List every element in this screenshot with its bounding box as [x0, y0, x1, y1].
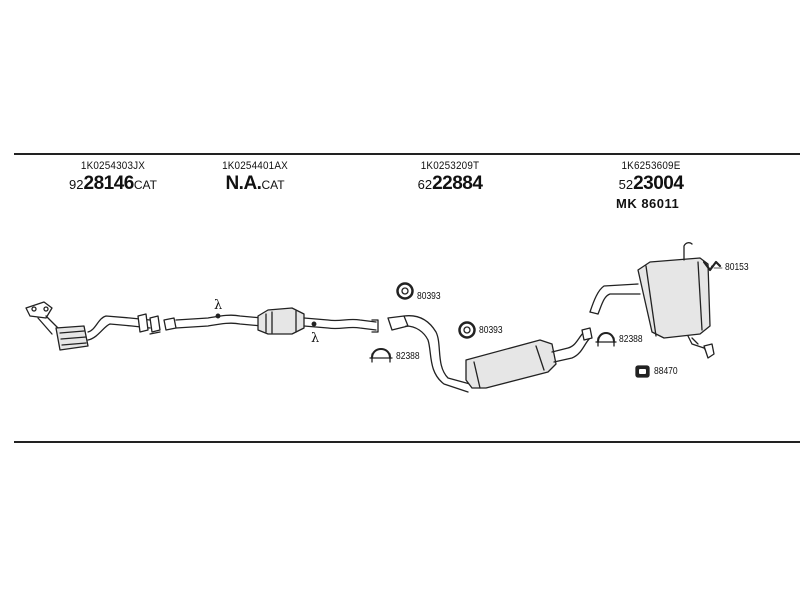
callout-80393: 80393	[479, 325, 503, 336]
part-number: 1K0254303JX	[80, 160, 146, 172]
callout-80393: 80393	[417, 291, 441, 302]
bottom-rule	[14, 441, 800, 443]
callout-82388: 82388	[396, 351, 420, 362]
clamp-80393-icon[interactable]	[396, 282, 414, 300]
part-group-front-pipe[interactable]: 1K0254303JX 9228146CAT	[58, 160, 168, 195]
reference-number: 5223004	[618, 173, 684, 194]
reference-number: 9228146CAT	[69, 173, 157, 194]
front-pipe[interactable]	[25, 301, 161, 351]
top-rule	[14, 153, 800, 155]
part-number: 1K0254401AX	[222, 160, 288, 172]
part-number: 1K0253209T	[420, 160, 480, 172]
rubber-mount-88470-icon[interactable]	[635, 365, 650, 378]
centre-silencer[interactable]	[387, 315, 593, 393]
part-number: 1K6253609E	[621, 160, 681, 172]
u-bolt-clamp-icon[interactable]	[369, 348, 393, 363]
lambda-sensor-marker: λ	[214, 298, 223, 313]
part-group-rear-silencer[interactable]: 1K6253609E 5223004 MK 86011	[596, 160, 706, 211]
clamp-80393-icon[interactable]	[458, 321, 476, 339]
part-group-centre-silencer[interactable]: 1K0253209T 6222884	[400, 160, 500, 195]
mounting-kit-number: MK 86011	[616, 196, 680, 211]
rear-silencer[interactable]	[589, 242, 715, 359]
part-group-catalyst[interactable]: 1K0254401AX N.A.CAT	[205, 160, 305, 195]
callout-80153: 80153	[725, 262, 749, 273]
hanger-80153-icon[interactable]	[702, 260, 722, 272]
catalytic-converter-pipe[interactable]	[163, 307, 379, 335]
callout-82388: 82388	[619, 334, 643, 345]
callout-88470: 88470	[654, 366, 678, 377]
reference-number: N.A.CAT	[225, 173, 285, 194]
reference-number: 6222884	[417, 173, 483, 194]
u-bolt-clamp-icon[interactable]	[595, 332, 617, 347]
lambda-sensor-marker: λ	[311, 331, 320, 346]
